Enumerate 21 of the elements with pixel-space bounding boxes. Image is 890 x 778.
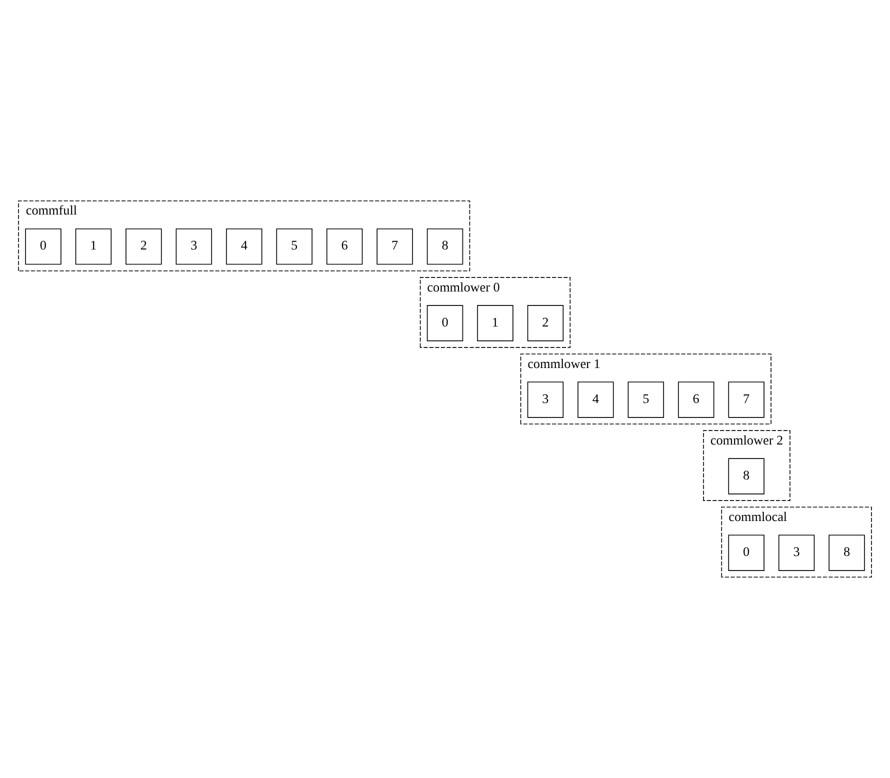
- node-box: 7: [728, 382, 764, 418]
- node-box: 8: [828, 534, 865, 571]
- node-box: 3: [176, 228, 212, 265]
- node-box: 6: [678, 382, 714, 418]
- node-box: 0: [25, 228, 62, 265]
- node-box: 0: [426, 305, 464, 342]
- node-box: 2: [126, 228, 162, 265]
- node-box: 3: [527, 382, 564, 418]
- node-box: 5: [276, 228, 312, 265]
- node-box: 5: [628, 382, 664, 418]
- node-box: 4: [226, 228, 262, 265]
- node-box: 2: [527, 305, 564, 342]
- node-box: 1: [477, 305, 514, 342]
- node-box: 0: [728, 534, 764, 571]
- node-box: 8: [426, 228, 464, 265]
- node-box: 3: [778, 534, 815, 571]
- node-box: 8: [728, 458, 764, 494]
- node-box: 6: [326, 228, 363, 265]
- node-box: 7: [376, 228, 413, 265]
- node-box: 1: [75, 228, 112, 265]
- node-box: 4: [578, 382, 614, 418]
